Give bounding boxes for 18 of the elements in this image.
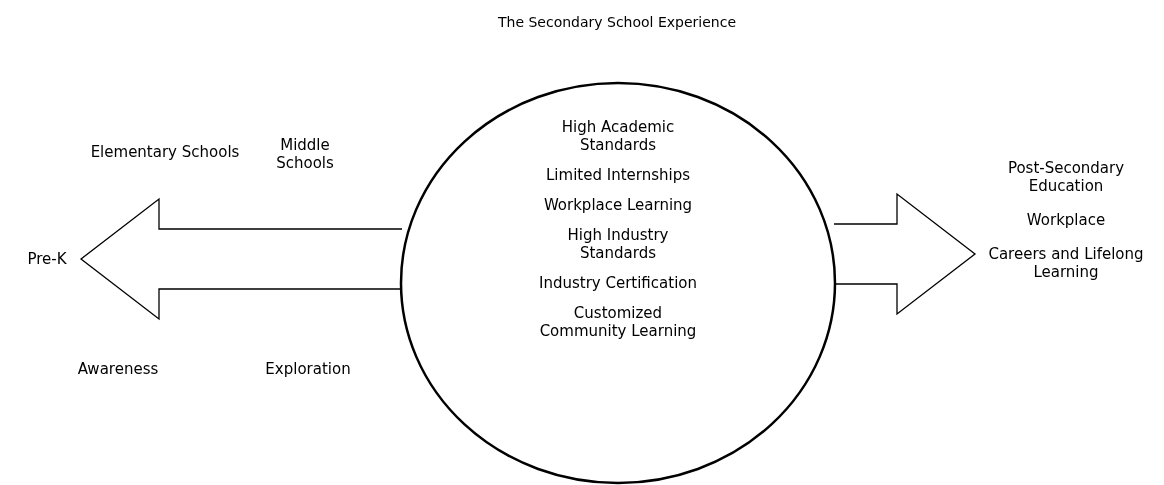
stage-label: Middle Schools <box>275 136 335 172</box>
circle-text: High Industry Standards <box>566 226 670 262</box>
circle-text: Limited Internships <box>546 166 690 184</box>
stage-label: Exploration <box>264 360 352 378</box>
node-text: Pre-K <box>27 250 67 268</box>
node-text: Post-Secondary Education <box>1006 159 1126 195</box>
node-text: Workplace <box>1026 211 1106 229</box>
circle-node <box>400 82 836 484</box>
diagram-title: The Secondary School Experience <box>496 14 738 30</box>
node-text: Careers and Lifelong Learning <box>987 245 1145 281</box>
block-arrow <box>79 197 403 321</box>
circle-text: High Academic Standards <box>560 118 676 154</box>
stage-label: Awareness <box>76 360 160 378</box>
block-arrow <box>833 192 977 316</box>
circle-text: Customized Community Learning <box>538 304 698 340</box>
circle-text: Industry Certification <box>539 274 697 292</box>
stage-label: Elementary Schools <box>89 143 241 161</box>
circle-text: Workplace Learning <box>543 196 693 214</box>
